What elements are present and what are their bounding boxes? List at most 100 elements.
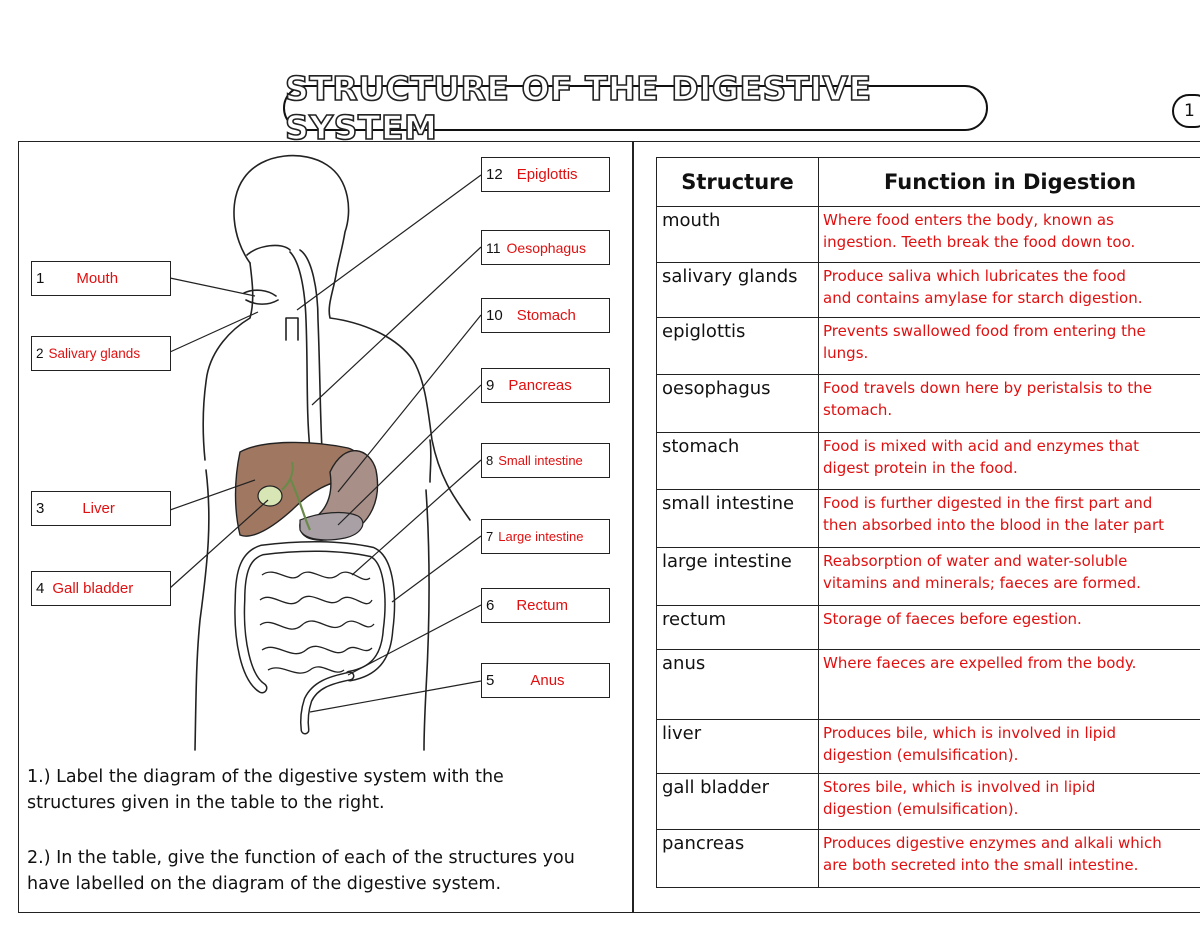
label-number: 5 bbox=[486, 672, 495, 689]
page-number: 1 bbox=[1172, 94, 1200, 128]
label-number: 1 bbox=[36, 270, 45, 287]
body-outline bbox=[233, 154, 471, 521]
worksheet-frame bbox=[18, 141, 1200, 913]
oesophagus-right bbox=[299, 249, 339, 469]
bile-duct bbox=[281, 461, 311, 531]
function-line: stomach. bbox=[823, 401, 893, 419]
structure-cell: large intestine bbox=[656, 547, 819, 606]
header-function: Function in Digestion bbox=[818, 157, 1200, 207]
function-cell: Where faeces are expelled from the body. bbox=[818, 649, 1200, 720]
function-cell: Storage of faeces before egestion. bbox=[818, 605, 1200, 650]
right-arm-outline bbox=[429, 439, 432, 483]
function-line: and contains amylase for starch digestio… bbox=[823, 289, 1143, 307]
label-number: 4 bbox=[36, 580, 45, 597]
label-number: 6 bbox=[486, 597, 495, 614]
structure-cell: anus bbox=[656, 649, 819, 720]
function-cell: Produce saliva which lubricates the food… bbox=[818, 262, 1200, 318]
function-line: vitamins and minerals; faeces are formed… bbox=[823, 574, 1141, 592]
label-oesophagus: 11 Oesophagus bbox=[481, 230, 610, 265]
instruction-2: 2.) In the table, give the function of e… bbox=[27, 845, 575, 897]
function-line: Where food enters the body, known as bbox=[823, 211, 1114, 229]
label-name: Liver bbox=[82, 500, 115, 517]
label-gall-bladder: 4 Gall bladder bbox=[31, 571, 171, 606]
structure-cell: oesophagus bbox=[656, 374, 819, 433]
function-line: Food travels down here by peristalsis to… bbox=[823, 379, 1152, 397]
function-line: Storage of faeces before egestion. bbox=[823, 610, 1082, 628]
label-number: 9 bbox=[486, 377, 495, 394]
label-number: 12 bbox=[486, 166, 503, 183]
function-line: then absorbed into the blood in the late… bbox=[823, 516, 1165, 534]
label-large-intestine: 7 Large intestine bbox=[481, 519, 610, 554]
pancreas bbox=[299, 511, 364, 541]
label-stomach: 10 Stomach bbox=[481, 298, 610, 333]
label-rectum: 6 Rectum bbox=[481, 588, 610, 623]
function-line: Stores bile, which is involved in lipid bbox=[823, 778, 1096, 796]
function-cell: Produces digestive enzymes and alkali wh… bbox=[818, 829, 1200, 888]
label-pancreas: 9 Pancreas bbox=[481, 368, 610, 403]
structure-cell: salivary glands bbox=[656, 262, 819, 318]
tongue bbox=[245, 299, 279, 305]
label-number: 11 bbox=[486, 239, 501, 256]
structure-cell: liver bbox=[656, 719, 819, 774]
column-divider bbox=[632, 141, 634, 913]
label-epiglottis: 12 Epiglottis bbox=[481, 157, 610, 192]
label-name: Large intestine bbox=[498, 529, 584, 544]
small-intestine bbox=[259, 571, 375, 674]
function-line: Food is mixed with acid and enzymes that bbox=[823, 437, 1140, 455]
structure-cell: rectum bbox=[656, 605, 819, 650]
label-name: Pancreas bbox=[508, 377, 572, 394]
label-name: Epiglottis bbox=[516, 166, 578, 183]
function-line: Reabsorption of water and water-soluble bbox=[823, 552, 1128, 570]
gall-bladder bbox=[257, 485, 283, 507]
label-name: Salivary glands bbox=[48, 346, 141, 361]
function-line: digest protein in the food. bbox=[823, 459, 1018, 477]
label-name: Oesophagus bbox=[506, 239, 586, 256]
label-salivary-glands: 2 Salivary glands bbox=[31, 336, 171, 371]
structure-cell: mouth bbox=[656, 206, 819, 263]
function-cell: Food is further digested in the first pa… bbox=[818, 489, 1200, 548]
label-number: 10 bbox=[486, 307, 503, 324]
label-number: 2 bbox=[36, 346, 44, 361]
function-line: Produce saliva which lubricates the food bbox=[823, 267, 1126, 285]
label-mouth: 1 Mouth bbox=[31, 261, 171, 296]
structure-cell: pancreas bbox=[656, 829, 819, 888]
structure-cell: epiglottis bbox=[656, 317, 819, 375]
function-cell: Stores bile, which is involved in lipid d… bbox=[818, 773, 1200, 830]
function-cell: Produces bile, which is involved in lipi… bbox=[818, 719, 1200, 774]
instruction-1: 1.) Label the diagram of the digestive s… bbox=[27, 764, 504, 816]
instruction-1-line-2: structures given in the table to the rig… bbox=[27, 793, 385, 813]
function-cell: Reabsorption of water and water-soluble v… bbox=[818, 547, 1200, 606]
function-line: ingestion. Teeth break the food down too… bbox=[823, 233, 1136, 251]
function-line: digestion (emulsification). bbox=[823, 746, 1019, 764]
function-line: Produces digestive enzymes and alkali wh… bbox=[823, 834, 1162, 852]
label-small-intestine: 8 Small intestine bbox=[481, 443, 610, 478]
function-line: Prevents swallowed food from entering th… bbox=[823, 322, 1146, 340]
function-line: lungs. bbox=[823, 344, 869, 362]
label-liver: 3 Liver bbox=[31, 491, 171, 526]
label-name: Stomach bbox=[516, 307, 576, 324]
label-name: Gall bladder bbox=[52, 580, 134, 597]
label-name: Mouth bbox=[76, 270, 119, 287]
hips-outline bbox=[194, 469, 210, 751]
neck-left-outline bbox=[202, 262, 254, 461]
instruction-1-line-1: 1.) Label the diagram of the digestive s… bbox=[27, 767, 504, 787]
rectum-inner bbox=[301, 673, 353, 733]
table-header-row: Structure Function in Digestion bbox=[656, 157, 1200, 207]
label-number: 3 bbox=[36, 500, 45, 517]
instruction-2-line-1: 2.) In the table, give the function of e… bbox=[27, 848, 575, 868]
liver bbox=[234, 441, 363, 537]
function-line: digestion (emulsification). bbox=[823, 800, 1019, 818]
structure-cell: small intestine bbox=[656, 489, 819, 548]
right-hip-outline bbox=[423, 489, 430, 751]
